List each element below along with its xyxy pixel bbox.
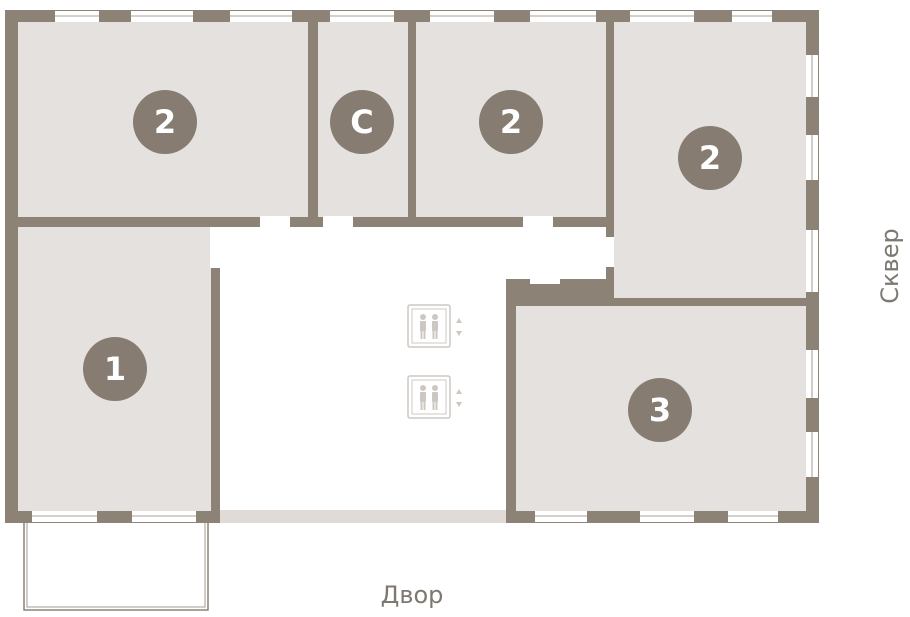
unit-badge-label: 3 bbox=[649, 391, 671, 429]
door-gaps bbox=[210, 216, 560, 284]
unit-badge-label: 2 bbox=[699, 139, 721, 177]
unit-badge[interactable]: 1 bbox=[83, 337, 147, 401]
unit-badge-label: C bbox=[350, 103, 373, 141]
unit-badge[interactable]: 2 bbox=[678, 126, 742, 190]
balcony bbox=[23, 521, 209, 611]
unit-badge-label: 2 bbox=[500, 103, 522, 141]
central-hall bbox=[210, 227, 614, 523]
side-label-square: Сквер bbox=[876, 228, 904, 303]
unit-badge[interactable]: 2 bbox=[133, 90, 197, 154]
side-label-yard: Двор bbox=[381, 581, 444, 609]
unit-badge[interactable]: C bbox=[330, 90, 394, 154]
unit-badge[interactable]: 2 bbox=[479, 90, 543, 154]
windows-top bbox=[55, 11, 772, 22]
unit-badge-label: 1 bbox=[104, 350, 126, 388]
windows-bottom bbox=[32, 511, 778, 522]
elevator-icon bbox=[407, 304, 462, 348]
unit-badge[interactable]: 3 bbox=[628, 378, 692, 442]
elevator-icon bbox=[407, 375, 462, 419]
unit-badge-label: 2 bbox=[154, 103, 176, 141]
